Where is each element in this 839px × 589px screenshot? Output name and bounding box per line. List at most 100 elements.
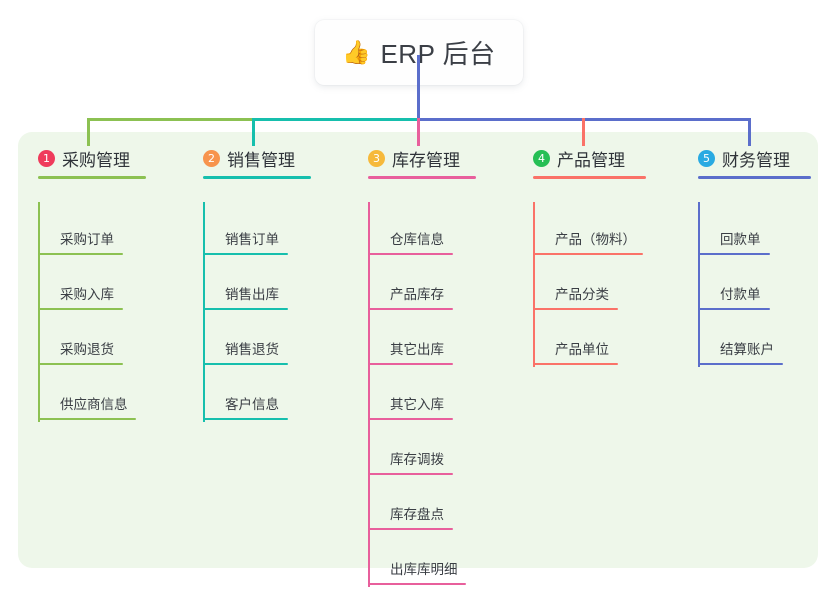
branch-item[interactable]: 出库库明细 — [368, 555, 466, 585]
branch-header-underline — [38, 176, 146, 179]
branch-header-label: 库存管理 — [392, 150, 460, 170]
branch-item-underline — [203, 253, 288, 255]
branch-number-badge: 5 — [698, 149, 715, 167]
connector-bar-segment-2 — [253, 118, 421, 121]
branch-item[interactable]: 结算账户 — [698, 335, 783, 365]
branch-item[interactable]: 库存调拨 — [368, 445, 453, 475]
branch-item[interactable]: 供应商信息 — [38, 390, 136, 420]
branch-item-label: 结算账户 — [720, 342, 774, 357]
root-node-label: ERP 后台 — [380, 39, 496, 69]
branch-item-underline — [368, 363, 453, 365]
branch-item[interactable]: 付款单 — [698, 280, 770, 310]
branch-item-underline — [533, 363, 618, 365]
branch-item-label: 其它出库 — [390, 342, 444, 357]
branch-item-label: 出库库明细 — [390, 562, 458, 577]
branch-item-underline — [368, 528, 453, 530]
branch-item-underline — [533, 253, 643, 255]
branch-item[interactable]: 产品（物料） — [533, 225, 643, 255]
branch-item-list: 采购订单采购入库采购退货供应商信息 — [38, 170, 136, 424]
connector-bar-segment-1 — [87, 118, 256, 121]
branch-item[interactable]: 仓库信息 — [368, 225, 453, 255]
root-node-card[interactable]: 👍 ERP 后台 — [315, 20, 523, 85]
branch-item-list: 产品（物料） 产品分类产品单位 — [533, 170, 643, 369]
branch-item-underline — [203, 363, 288, 365]
branch-item[interactable]: 回款单 — [698, 225, 770, 255]
branch-item-label: 采购订单 — [60, 232, 114, 247]
branch-item[interactable]: 销售退货 — [203, 335, 288, 365]
branch-item[interactable]: 其它出库 — [368, 335, 453, 365]
branch-item-label: 库存盘点 — [390, 507, 444, 522]
branch-item-underline — [368, 253, 453, 255]
branch-spine — [533, 202, 535, 367]
branch-header-underline — [368, 176, 476, 179]
branch-item-label: 采购退货 — [60, 342, 114, 357]
branch-number-badge: 3 — [368, 149, 385, 167]
branch-header-3[interactable]: 3 库存管理 — [368, 146, 476, 179]
branch-item-label: 采购入库 — [60, 287, 114, 302]
branch-header-label: 财务管理 — [722, 150, 790, 170]
branch-item[interactable]: 销售订单 — [203, 225, 288, 255]
branch-header-underline — [533, 176, 646, 179]
branch-item-list: 销售订单销售出库销售退货客户信息 — [203, 170, 295, 424]
branch-item-list: 仓库信息产品库存其它出库其它入库库存调拨库存盘点出库库明细 — [368, 170, 466, 589]
branch-header-label: 产品管理 — [557, 150, 625, 170]
branch-item[interactable]: 采购入库 — [38, 280, 123, 310]
branch-item-underline — [698, 308, 770, 310]
branch-item[interactable]: 采购退货 — [38, 335, 123, 365]
branch-header-4[interactable]: 4 产品管理 — [533, 146, 646, 179]
branch-item-underline — [38, 418, 136, 420]
branch-header-label: 销售管理 — [227, 150, 295, 170]
branch-item-underline — [698, 253, 770, 255]
branch-item-label: 产品分类 — [555, 287, 609, 302]
branch-column-3: 3 库存管理仓库信息产品库存其它出库其它入库库存调拨库存盘点出库库明细 — [368, 146, 476, 589]
branch-item-underline — [368, 583, 466, 585]
branch-header-1[interactable]: 1 采购管理 — [38, 146, 146, 179]
branch-item-underline — [38, 363, 123, 365]
branch-column-4: 4 产品管理产品（物料） 产品分类产品单位 — [533, 146, 646, 369]
branch-item-list: 回款单付款单结算账户 — [698, 170, 790, 369]
branch-item[interactable]: 产品库存 — [368, 280, 453, 310]
branch-item[interactable]: 库存盘点 — [368, 500, 453, 530]
branch-item-label: 回款单 — [720, 232, 761, 247]
branch-item-label: 产品（物料） — [555, 232, 636, 247]
branch-item[interactable]: 产品分类 — [533, 280, 618, 310]
branch-item-label: 供应商信息 — [60, 397, 128, 412]
branch-item-label: 产品库存 — [390, 287, 444, 302]
branch-header-5[interactable]: 5 财务管理 — [698, 146, 811, 179]
branch-item[interactable]: 产品单位 — [533, 335, 618, 365]
branch-item-label: 库存调拨 — [390, 452, 444, 467]
branch-item-underline — [38, 308, 123, 310]
branch-item-underline — [533, 308, 618, 310]
branch-item-label: 付款单 — [720, 287, 761, 302]
branch-item-underline — [368, 418, 453, 420]
branch-column-5: 5 财务管理回款单付款单结算账户 — [698, 146, 811, 369]
branch-item-label: 销售订单 — [225, 232, 279, 247]
branch-item[interactable]: 采购订单 — [38, 225, 123, 255]
branch-item[interactable]: 客户信息 — [203, 390, 288, 420]
branch-item-label: 其它入库 — [390, 397, 444, 412]
branch-number-badge: 4 — [533, 149, 550, 167]
branch-item-label: 销售退货 — [225, 342, 279, 357]
branch-item-underline — [203, 308, 288, 310]
connector-bar-segment-3 — [418, 118, 751, 121]
branch-item-underline — [38, 253, 123, 255]
root-node-title: 👍 ERP 后台 — [342, 34, 495, 71]
branch-number-badge: 1 — [38, 149, 55, 167]
branch-header-label: 采购管理 — [62, 150, 130, 170]
branch-item-label: 销售出库 — [225, 287, 279, 302]
content-panel — [18, 132, 818, 568]
branch-item[interactable]: 其它入库 — [368, 390, 453, 420]
branch-spine — [38, 202, 40, 422]
branch-spine — [698, 202, 700, 367]
branch-item-underline — [368, 473, 453, 475]
branch-item-underline — [698, 363, 783, 365]
branch-item[interactable]: 销售出库 — [203, 280, 288, 310]
branch-item-label: 产品单位 — [555, 342, 609, 357]
branch-item-underline — [368, 308, 453, 310]
branch-column-1: 1 采购管理采购订单采购入库采购退货供应商信息 — [38, 146, 146, 424]
branch-item-label: 仓库信息 — [390, 232, 444, 247]
branch-spine — [368, 202, 370, 587]
